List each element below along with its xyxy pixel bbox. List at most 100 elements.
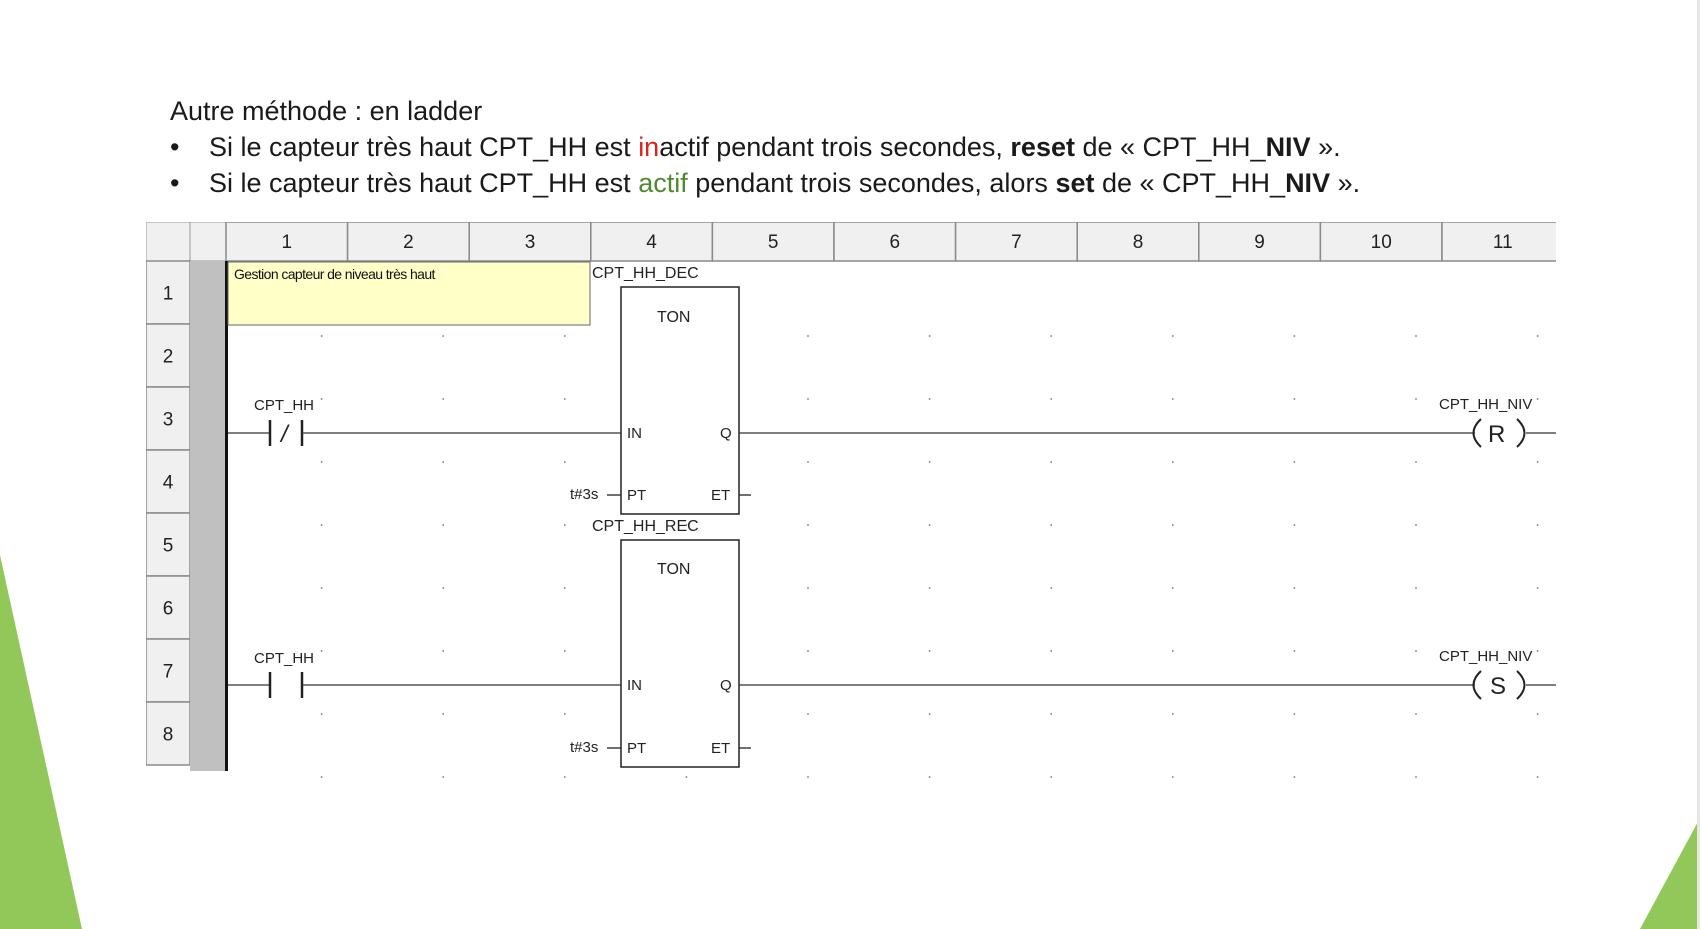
grid-dot bbox=[1050, 524, 1053, 526]
grid-dot bbox=[1050, 776, 1053, 778]
grid-dot bbox=[928, 461, 931, 463]
grid-dot bbox=[807, 335, 809, 337]
grid-dot bbox=[1415, 650, 1417, 652]
grid-dot bbox=[1415, 776, 1417, 778]
grid-dot bbox=[563, 524, 566, 526]
grid-dot bbox=[928, 335, 931, 337]
comment-box bbox=[227, 261, 591, 326]
grid-dot bbox=[1293, 650, 1296, 652]
bullet-marker: • bbox=[170, 132, 180, 162]
grid-dot bbox=[807, 713, 809, 715]
bullet-text: Si le capteur très haut CPT_HH est bbox=[209, 132, 639, 162]
grid-dot bbox=[1536, 335, 1539, 337]
column-header-label: 3 bbox=[525, 232, 536, 253]
grid-dot bbox=[1050, 587, 1053, 589]
grid-dot bbox=[1171, 335, 1174, 337]
grid-dot bbox=[442, 650, 445, 652]
grid-dot bbox=[1050, 335, 1053, 337]
column-header-label: 7 bbox=[1011, 232, 1022, 253]
preset-value: t#3s bbox=[570, 486, 598, 503]
coil-symbol: S bbox=[1490, 673, 1506, 700]
grid-dot bbox=[442, 398, 445, 400]
grid-dot bbox=[320, 587, 323, 589]
timer-block-ton[interactable]: TON IN Q PT ET bbox=[620, 539, 740, 768]
keyword-reset: reset bbox=[1010, 132, 1075, 162]
grid-dot bbox=[1050, 713, 1053, 715]
normally-open-contact[interactable] bbox=[268, 672, 304, 698]
timer-block-ton[interactable]: TON IN Q PT ET bbox=[620, 286, 740, 515]
bullet-text: ». bbox=[1310, 132, 1341, 162]
column-header-cell bbox=[833, 222, 957, 262]
set-coil[interactable]: S bbox=[1472, 670, 1526, 700]
left-power-rail bbox=[225, 261, 228, 771]
grid-dot bbox=[807, 398, 809, 400]
column-header-label: 6 bbox=[890, 232, 901, 253]
deco-triangle-right bbox=[1640, 818, 1700, 929]
timer-instance-name: CPT_HH_DEC bbox=[592, 265, 699, 282]
column-header-cell bbox=[1198, 222, 1322, 262]
column-header-label: 4 bbox=[646, 232, 657, 253]
coil-symbol: R bbox=[1488, 421, 1505, 448]
grid-dot bbox=[320, 398, 323, 400]
row-header-label: 3 bbox=[163, 410, 174, 431]
grid-dot bbox=[1415, 398, 1417, 400]
grid-dot bbox=[928, 524, 931, 526]
timer-type: TON bbox=[657, 561, 690, 578]
reset-coil[interactable]: R bbox=[1472, 418, 1526, 448]
keyword-niv: NIV bbox=[1265, 132, 1311, 162]
timer-instance-name: CPT_HH_REC bbox=[592, 518, 699, 535]
grid-dot bbox=[1293, 335, 1296, 337]
column-header-label: 10 bbox=[1371, 232, 1392, 253]
column-header-label: 2 bbox=[403, 232, 414, 253]
grid-dot bbox=[1415, 587, 1417, 589]
grid-dot bbox=[1415, 461, 1417, 463]
grid-dot bbox=[1050, 398, 1053, 400]
grid-dot bbox=[1171, 650, 1174, 652]
grid-dot bbox=[442, 461, 445, 463]
grid-dot bbox=[1293, 398, 1296, 400]
grid-dot bbox=[442, 713, 445, 715]
grid-dot bbox=[1293, 461, 1296, 463]
grid-dot bbox=[685, 524, 688, 526]
contact-label: CPT_HH bbox=[254, 397, 314, 414]
row-header-label: 4 bbox=[163, 473, 174, 494]
grid-dot bbox=[807, 650, 809, 652]
grid-dot bbox=[320, 461, 323, 463]
pin-pt: PT bbox=[627, 740, 646, 757]
grid-dot bbox=[1171, 587, 1174, 589]
column-header-label: 11 bbox=[1493, 232, 1513, 253]
left-rail-gutter bbox=[190, 261, 226, 771]
slide-title: Autre méthode : en ladder bbox=[170, 96, 483, 126]
grid-dot bbox=[320, 650, 323, 652]
grid-dot bbox=[807, 587, 809, 589]
normally-closed-contact[interactable]: / bbox=[268, 420, 304, 448]
grid-dot bbox=[320, 776, 323, 778]
grid-dot bbox=[1293, 524, 1296, 526]
bullet-text: actif pendant trois secondes, bbox=[659, 132, 1011, 162]
grid-dot bbox=[1293, 587, 1296, 589]
grid-dot bbox=[1536, 776, 1539, 778]
column-header-label: 9 bbox=[1254, 232, 1265, 253]
grid-dot bbox=[1050, 461, 1053, 463]
highlight-actif: actif bbox=[638, 168, 688, 198]
grid-dot bbox=[928, 776, 931, 778]
row-header-label: 7 bbox=[163, 662, 174, 683]
header-corner bbox=[189, 222, 227, 262]
row-header-cell bbox=[146, 323, 191, 388]
grid-dot bbox=[1171, 713, 1174, 715]
grid-dot bbox=[563, 776, 566, 778]
pin-et: ET bbox=[711, 740, 730, 757]
bullet-text: de « CPT_HH_ bbox=[1094, 168, 1286, 198]
row-header-label: 8 bbox=[163, 725, 174, 746]
row-header-label: 1 bbox=[163, 284, 174, 305]
grid-dot bbox=[442, 335, 445, 337]
right-edge-line bbox=[1697, 0, 1700, 929]
rung-1: CPT_HH / CPT_HH_DEC TON IN Q PT ET t#3s … bbox=[228, 265, 1556, 515]
grid-dot bbox=[928, 587, 931, 589]
row-header-cell bbox=[146, 701, 191, 766]
grid-dot bbox=[807, 776, 809, 778]
row-header-label: 6 bbox=[163, 599, 174, 620]
